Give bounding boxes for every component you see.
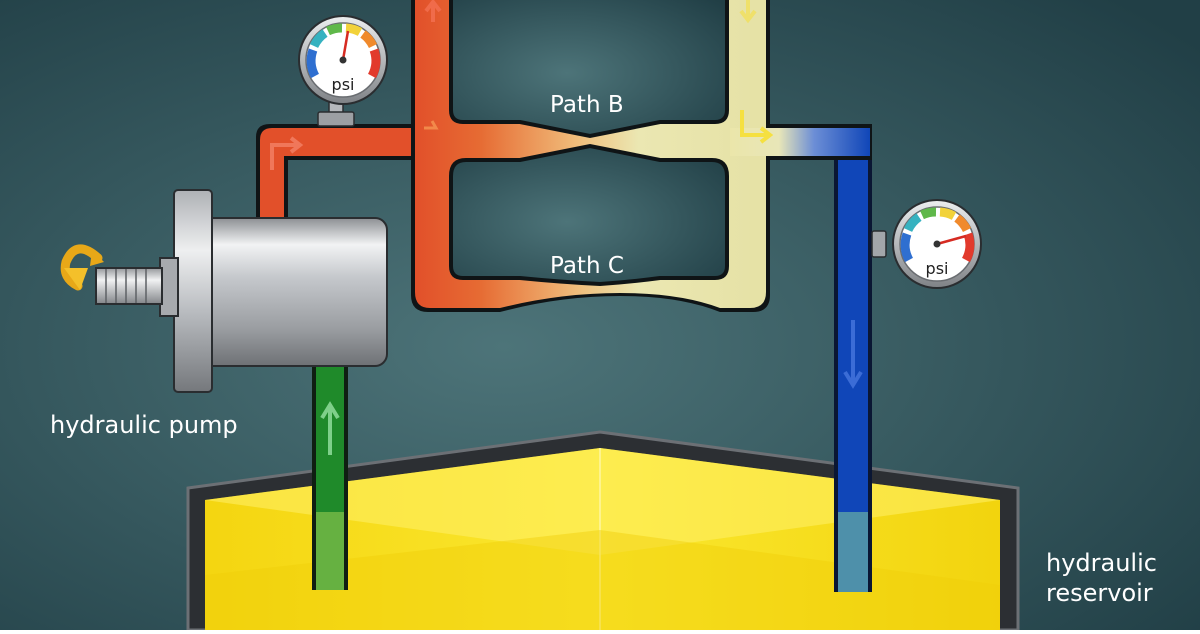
gauge-scale bbox=[360, 30, 378, 49]
cutout-upper bbox=[449, 0, 729, 139]
cutout-lower bbox=[449, 143, 729, 287]
gauge-scale bbox=[326, 23, 343, 36]
flow-arrow-icon bbox=[320, 401, 340, 455]
gauge-scale bbox=[900, 232, 914, 263]
path-c-label: Path C bbox=[550, 253, 624, 279]
gauge-unit-label: psi bbox=[926, 259, 949, 278]
flow-arrow-icon bbox=[740, 110, 774, 144]
gauge-scale bbox=[920, 207, 937, 220]
gauge-pivot bbox=[339, 56, 347, 64]
gauge-scale bbox=[954, 214, 972, 233]
pump-body bbox=[194, 217, 388, 367]
gauge-scale bbox=[345, 23, 363, 37]
return-line bbox=[834, 158, 872, 592]
return-fluid-submerged bbox=[838, 512, 868, 592]
gauge-scale bbox=[903, 213, 922, 233]
gauge-fitting bbox=[871, 230, 887, 258]
reservoir-oil-top-surface bbox=[205, 448, 1000, 555]
gauge-scale bbox=[367, 48, 381, 79]
circuit-blend bbox=[730, 128, 870, 156]
pressure-fluid bbox=[260, 128, 440, 226]
gauge-scale bbox=[306, 48, 320, 79]
rotation-arrow-icon bbox=[60, 244, 104, 291]
suction-line bbox=[312, 352, 348, 590]
reservoir-label-line2: reservoir bbox=[1046, 579, 1153, 607]
gauge-scale bbox=[961, 232, 975, 263]
reservoir-label-line1: hydraulic bbox=[1046, 549, 1157, 577]
pressure-gauge-return-line: psi bbox=[871, 199, 982, 289]
flow-arrow-icon bbox=[843, 320, 863, 389]
gauge-needle bbox=[341, 30, 350, 61]
flow-arrow-icon bbox=[739, 0, 757, 24]
pump-flange bbox=[173, 189, 213, 393]
hydraulic-pump bbox=[60, 189, 388, 393]
hydraulic-reservoir-label: hydraulic reservoir bbox=[1046, 548, 1157, 608]
gauge-scale bbox=[939, 207, 957, 221]
gauge-fitting bbox=[317, 111, 355, 127]
flow-arrow-icon bbox=[424, 0, 442, 22]
flow-arrow-icon bbox=[424, 120, 439, 130]
suction-fluid-submerged bbox=[316, 512, 344, 590]
parallel-paths bbox=[411, 0, 872, 312]
hydraulic-pump-label: hydraulic pump bbox=[50, 411, 238, 439]
pressure-gauge-pump-outlet: psi bbox=[298, 15, 388, 127]
pump-shaft bbox=[95, 267, 163, 305]
flow-arrow-icon bbox=[270, 136, 304, 170]
path-b-label: Path B bbox=[550, 92, 624, 118]
reservoir-tank bbox=[186, 430, 1020, 632]
gauge-unit-label: psi bbox=[332, 75, 355, 94]
gauge-needle bbox=[936, 234, 967, 246]
reservoir-oil-shade bbox=[205, 530, 1000, 630]
gauge-pivot bbox=[933, 240, 941, 248]
gauge-scale bbox=[309, 29, 328, 49]
pressure-line bbox=[256, 124, 440, 226]
